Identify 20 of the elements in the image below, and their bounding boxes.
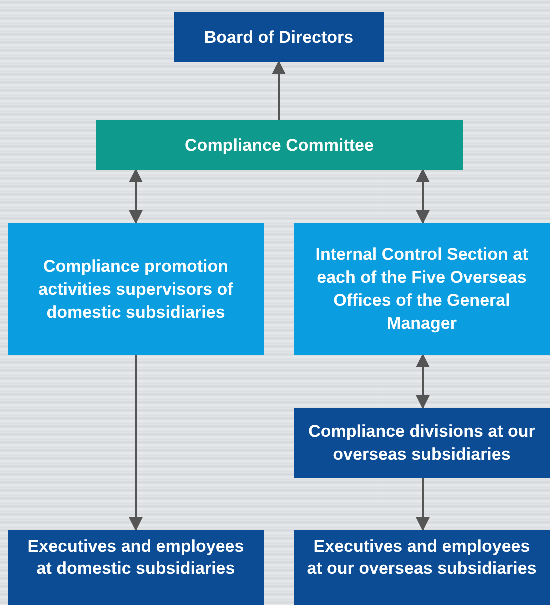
org-box (174, 12, 384, 62)
box-label: Internal Control Section at each of the Five Overseas Offices of the General Manager (314, 244, 530, 335)
arrow (272, 60, 286, 120)
arrow (416, 354, 430, 410)
box-label: Compliance divisions at our overseas subsidiaries (308, 421, 536, 466)
box-label: Compliance Committee (185, 134, 374, 156)
org-box (294, 223, 550, 355)
box-label: Compliance promotion activities supervisors of domestic subsidiaries (38, 256, 234, 324)
arrow (416, 478, 430, 532)
arrow (129, 168, 143, 224)
box-label: Executives and employees at our overseas subsidiaries (306, 536, 538, 580)
org-box (294, 408, 550, 478)
org-box (8, 530, 264, 605)
box-label: Board of Directors (204, 26, 354, 48)
org-box (294, 530, 550, 605)
org-box (96, 120, 463, 170)
arrow (416, 168, 430, 224)
arrow (129, 355, 143, 532)
org-box (8, 223, 264, 355)
box-label: Executives and employees at domestic subsidiaries (26, 536, 246, 580)
